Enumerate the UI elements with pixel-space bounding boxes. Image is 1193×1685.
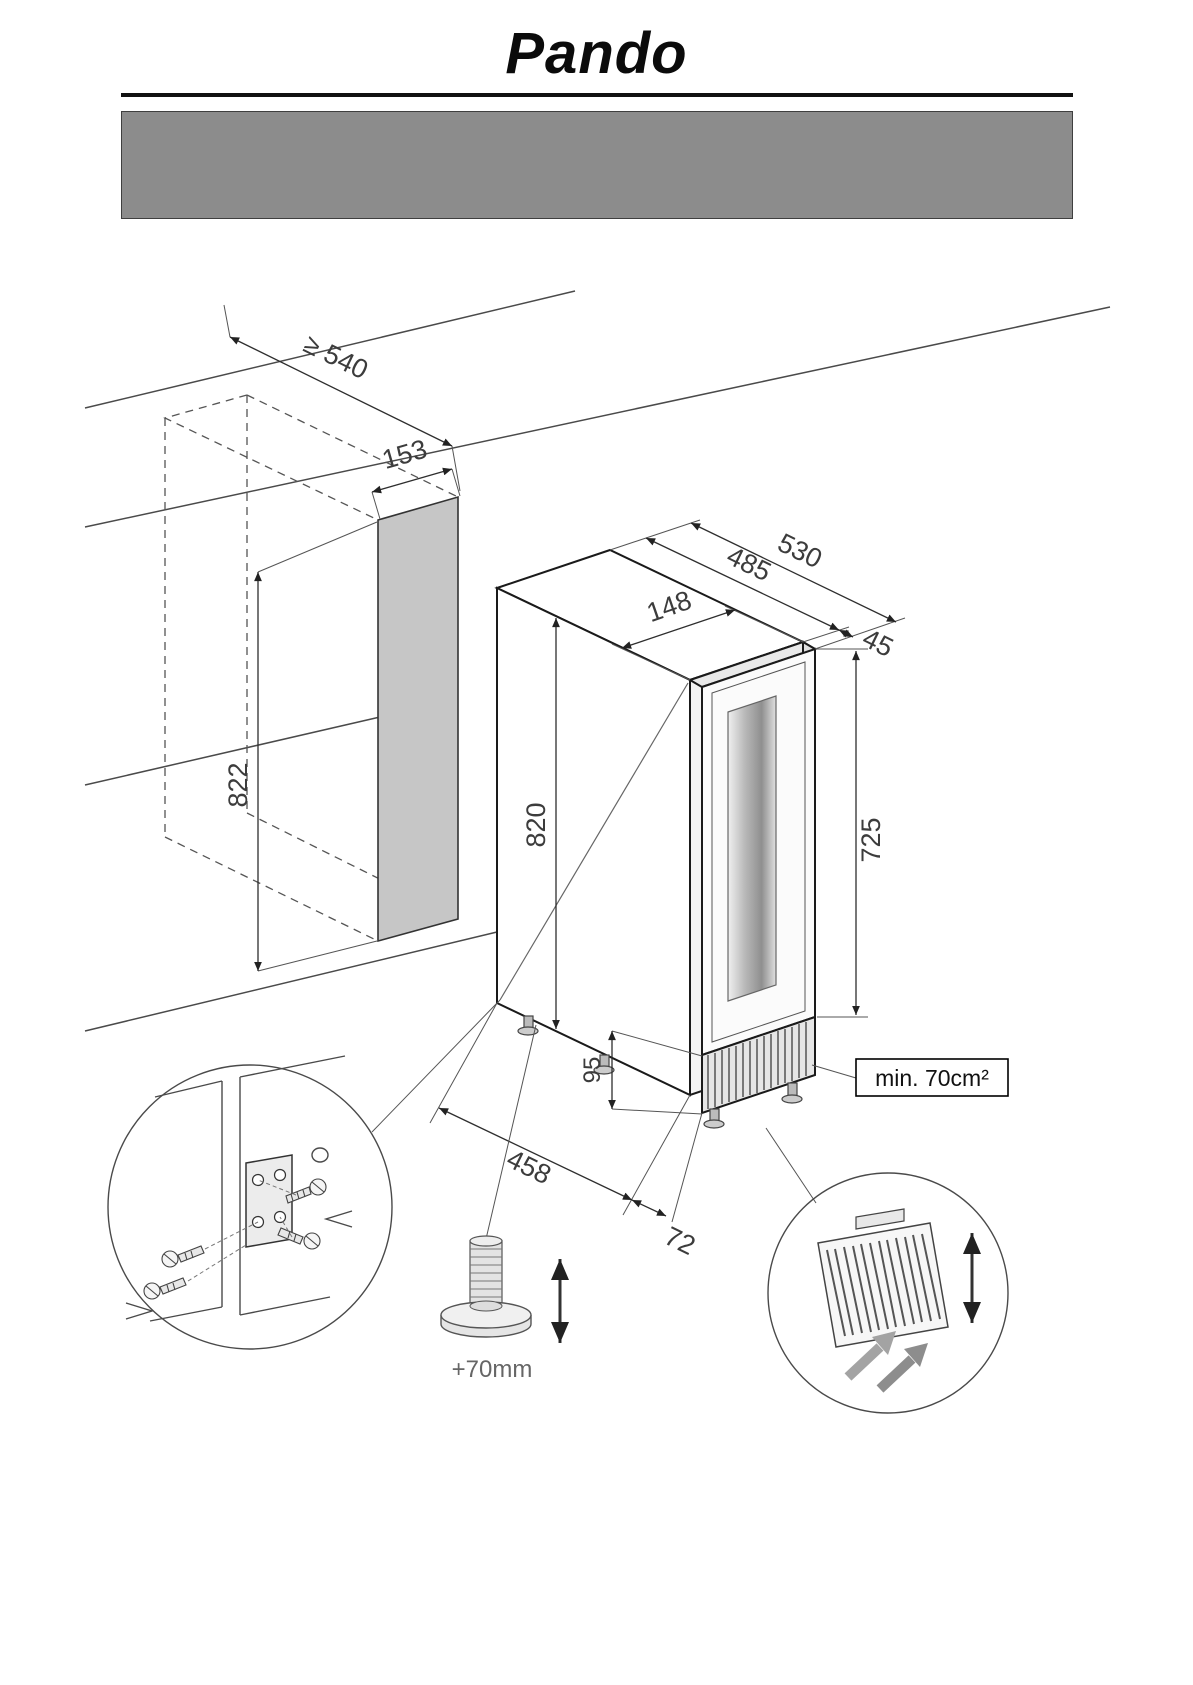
bracket-holes bbox=[251, 1168, 287, 1229]
foot-base bbox=[781, 1094, 803, 1104]
vent-slats bbox=[707, 1022, 807, 1109]
foot-stem-top bbox=[469, 1235, 503, 1247]
grille-plate bbox=[817, 1222, 949, 1348]
insert-arrow-shaft bbox=[844, 1343, 884, 1381]
counter-front-edge bbox=[84, 306, 1111, 528]
screw-shaft bbox=[177, 1245, 205, 1263]
grille-leader bbox=[765, 1127, 817, 1204]
niche-cavity bbox=[163, 394, 459, 943]
detail-circle bbox=[107, 1064, 393, 1350]
foot-detail: +70mm bbox=[440, 1235, 569, 1383]
dim-base-clearance-label: 72 bbox=[660, 1221, 700, 1261]
dim-ext-ticks bbox=[671, 1112, 703, 1223]
dim-line bbox=[229, 336, 453, 447]
grille-detail bbox=[767, 1172, 1009, 1414]
niche-back-panel bbox=[377, 495, 459, 943]
foot-stem bbox=[787, 1082, 798, 1097]
dim-door-height-label: 725 bbox=[856, 817, 886, 862]
insert-arrow-head bbox=[872, 1331, 896, 1355]
detail-leaders bbox=[371, 999, 817, 1240]
dim-ext-ticks bbox=[817, 648, 868, 1018]
door-inner-frame bbox=[711, 661, 806, 1043]
gray-banner bbox=[120, 111, 1073, 219]
foot-thread-stem bbox=[469, 1240, 503, 1304]
screw-slot bbox=[311, 1181, 325, 1193]
dim-line-530 bbox=[690, 522, 897, 623]
foot-base bbox=[517, 1026, 539, 1036]
foot-adjustment-label: +70mm bbox=[452, 1356, 533, 1383]
cabinet-corner-lines bbox=[149, 1055, 346, 1322]
wine-cooler-unit bbox=[494, 548, 818, 1129]
bracket-detail bbox=[107, 1055, 393, 1350]
screw-shaft bbox=[159, 1277, 187, 1295]
dim-line bbox=[438, 1107, 633, 1201]
insert-arrow-head bbox=[904, 1343, 928, 1367]
dim-line bbox=[371, 467, 453, 494]
installation-diagram: ≥ 540 153 822 bbox=[84, 290, 1111, 1414]
dim-line-45 bbox=[838, 629, 854, 638]
grille-slats bbox=[826, 1233, 941, 1337]
grille-top-tab bbox=[855, 1208, 905, 1230]
dim-base-depth-label: 458 bbox=[502, 1144, 556, 1191]
foot-collar bbox=[469, 1300, 503, 1312]
detail-circle bbox=[767, 1172, 1009, 1414]
dim-niche-width-label: 153 bbox=[379, 434, 431, 475]
callout-box bbox=[855, 1058, 1009, 1097]
bracket-hole bbox=[273, 1168, 287, 1182]
grille-insert-arrows bbox=[844, 1331, 928, 1393]
dim-line bbox=[631, 1199, 667, 1217]
base-vent-grille bbox=[701, 1015, 816, 1115]
dim-ext-ticks bbox=[223, 304, 461, 492]
dim-unit-height: 820 bbox=[521, 618, 560, 1029]
screw-slot bbox=[163, 1253, 177, 1265]
screw-threads bbox=[290, 1189, 306, 1202]
floor-line-1 bbox=[84, 716, 381, 786]
dim-ext-ticks bbox=[257, 521, 378, 972]
foot-base bbox=[703, 1119, 725, 1129]
vent-area-label: min. 70cm² bbox=[875, 1065, 989, 1091]
face-diagonal-line bbox=[499, 682, 689, 1001]
bracket-hole bbox=[251, 1173, 265, 1187]
dim-vent-height-label: 95 bbox=[579, 1057, 606, 1084]
foot-thread-lines bbox=[470, 1248, 502, 1298]
bracket-leader bbox=[371, 999, 501, 1133]
dim-unit-height-label: 820 bbox=[521, 802, 551, 847]
dim-door-height: 725 bbox=[817, 648, 886, 1018]
foot-leader bbox=[485, 1024, 537, 1240]
dim-ext-ticks bbox=[429, 1002, 691, 1216]
title-rule bbox=[120, 93, 1073, 97]
brand-title: Pando bbox=[505, 21, 688, 86]
vent-area-callout: min. 70cm² bbox=[811, 1058, 1009, 1097]
screw-threads bbox=[184, 1250, 194, 1261]
dim-ext-ticks bbox=[371, 468, 461, 520]
dim-niche-height: 822 bbox=[223, 521, 378, 972]
unit-feet bbox=[517, 1015, 803, 1129]
screw-slot bbox=[305, 1235, 319, 1247]
door-glass-strip bbox=[727, 695, 777, 1002]
dim-niche-height-label: 822 bbox=[223, 762, 253, 807]
screw-slot bbox=[145, 1285, 159, 1297]
callout-leader bbox=[811, 1064, 857, 1079]
dim-niche-width: 153 bbox=[371, 434, 461, 520]
dim-door-thickness-label: 45 bbox=[858, 623, 898, 663]
dim-unit-depth-label: 485 bbox=[722, 541, 776, 588]
insert-arrow-right bbox=[323, 1210, 353, 1228]
screw-threads bbox=[287, 1230, 297, 1242]
bracket-screws bbox=[143, 1178, 327, 1300]
insert-arrow-left bbox=[125, 1302, 155, 1320]
screw-threads bbox=[166, 1282, 176, 1293]
floor-line-2 bbox=[84, 931, 498, 1032]
cabinet-hole bbox=[311, 1147, 329, 1163]
insert-arrow-shaft bbox=[876, 1355, 916, 1393]
